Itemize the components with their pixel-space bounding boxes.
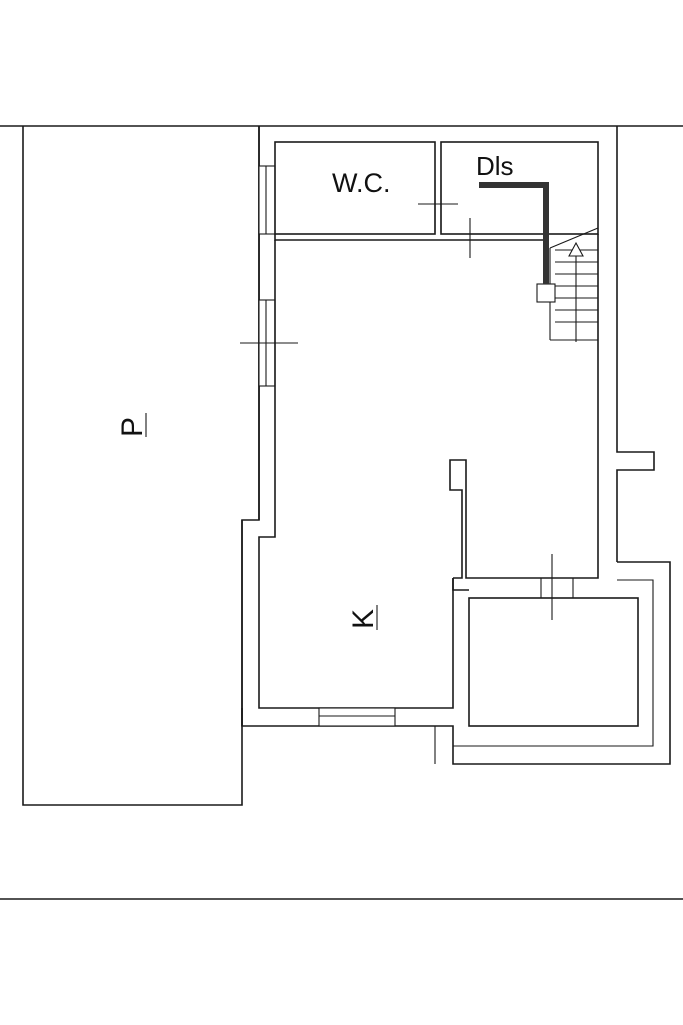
k-label: K [347, 609, 380, 629]
room-wc [274, 141, 458, 235]
room-p [22, 126, 260, 806]
upper-partition [274, 218, 548, 258]
stair-arrow-icon [568, 241, 584, 342]
p-label: P [116, 417, 149, 437]
room-lower-right [434, 554, 654, 764]
dis-label: Dls [476, 151, 514, 181]
stair-wall-thick [479, 182, 549, 284]
room-k [241, 234, 599, 726]
window-left-upper [258, 165, 276, 235]
window-bottom [318, 707, 396, 727]
building-outer-wall [241, 126, 671, 765]
room-dis [440, 141, 599, 235]
wc-label: W.C. [332, 168, 391, 198]
